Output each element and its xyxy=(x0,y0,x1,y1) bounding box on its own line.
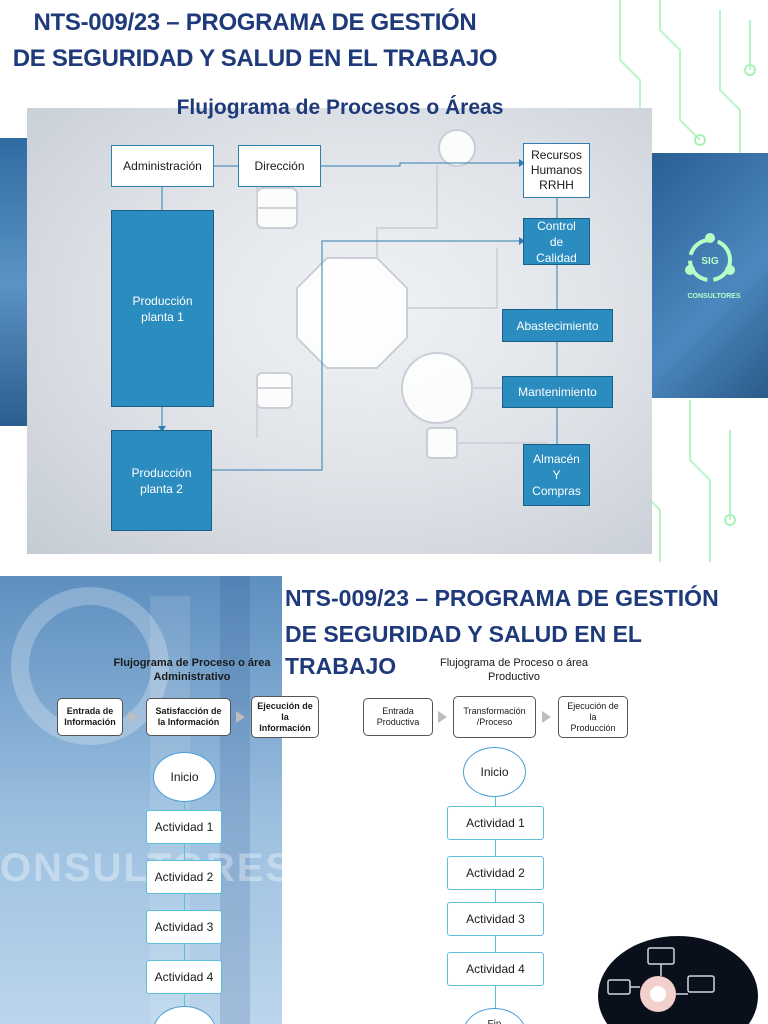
prod-actividad-1[interactable]: Actividad 1 xyxy=(447,806,544,840)
admin-actividad-1[interactable]: Actividad 1 xyxy=(146,810,222,844)
admin-flow-line xyxy=(184,801,185,1011)
box-direccion[interactable]: Dirección xyxy=(238,145,321,187)
admin-flow-title: Flujograma de Proceso o área Administrat… xyxy=(113,657,271,683)
slide1-title-line1: NTS-009/23 – PROGRAMA DE GESTIÓN xyxy=(33,9,477,36)
prod-inicio[interactable]: Inicio xyxy=(463,747,526,797)
admin-inicio[interactable]: Inicio xyxy=(153,752,216,802)
slide1-title-line2: DE SEGURIDAD Y SALUD EN EL TRABAJO xyxy=(12,45,498,72)
prod-fin[interactable]: Fin xyxy=(463,1008,526,1024)
admin-actividad-3[interactable]: Actividad 3 xyxy=(146,910,222,944)
tech-hand-image xyxy=(588,936,768,1024)
prod-step-entrada[interactable]: Entrada Productiva xyxy=(363,698,433,736)
slide2-title-line2: DE SEGURIDAD Y SALUD EN EL TRABAJO xyxy=(285,621,642,679)
left-blue-panel xyxy=(0,576,282,1024)
sig-logo-icon: SIG xyxy=(685,233,735,282)
box-abastecimiento[interactable]: Abastecimiento xyxy=(502,309,613,342)
left-panel-decor xyxy=(11,576,250,1024)
admin-arrow-2-icon xyxy=(236,711,245,723)
prod-step-transformacion[interactable]: Transformación /Proceso xyxy=(453,696,536,738)
box-mantenimiento[interactable]: Mantenimiento xyxy=(502,376,613,408)
box-produccion-planta-1[interactable]: Producción planta 1 xyxy=(111,210,214,407)
admin-step-entrada[interactable]: Entrada de Información xyxy=(57,698,123,736)
slide1-subtitle: Flujograma de Procesos o Áreas xyxy=(176,96,504,119)
slide-1: NTS-009/23 – PROGRAMA DE GESTIÓN DE SEGU… xyxy=(0,0,768,562)
prod-arrow-1-icon xyxy=(438,711,447,723)
logo-mark: SIG xyxy=(701,256,718,267)
admin-actividad-4[interactable]: Actividad 4 xyxy=(146,960,222,994)
logo-text: CONSULTORES xyxy=(687,293,741,300)
prod-arrow-2-icon xyxy=(542,711,551,723)
prod-actividad-2[interactable]: Actividad 2 xyxy=(447,856,544,890)
admin-arrow-1-icon xyxy=(129,711,138,723)
prod-step-ejecucion[interactable]: Ejecución de la Producción xyxy=(558,696,628,738)
prod-actividad-4[interactable]: Actividad 4 xyxy=(447,952,544,986)
admin-step-ejecucion[interactable]: Ejecución de la Información xyxy=(251,696,319,738)
admin-actividad-2[interactable]: Actividad 2 xyxy=(146,860,222,894)
box-control-calidad[interactable]: Control de Calidad xyxy=(523,218,590,265)
left-decor-band xyxy=(0,138,28,426)
box-almacen-compras[interactable]: Almacén Y Compras xyxy=(523,444,590,506)
prod-flow-title: Flujograma de Proceso o área Productivo xyxy=(440,657,588,683)
right-decor-band xyxy=(652,153,768,398)
box-administracion[interactable]: Administración xyxy=(111,145,214,187)
box-produccion-planta-2[interactable]: Producción planta 2 xyxy=(111,430,212,531)
box-recursos-humanos[interactable]: Recursos Humanos RRHH xyxy=(523,143,590,198)
prod-actividad-3[interactable]: Actividad 3 xyxy=(447,902,544,936)
panel-bg-art xyxy=(256,129,547,459)
admin-step-satisfaccion[interactable]: Satisfacción de la Información xyxy=(146,698,231,736)
slide-2: ONSULTORES NTS-009/23 – PROGRAMA DE GEST… xyxy=(0,576,768,1024)
slide2-title-line1: NTS-009/23 – PROGRAMA DE GESTIÓN xyxy=(285,585,719,611)
